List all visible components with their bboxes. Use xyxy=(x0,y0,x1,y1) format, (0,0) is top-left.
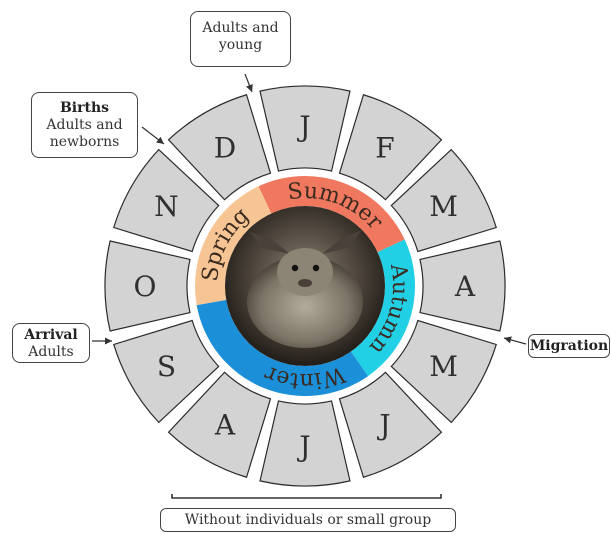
callout-arrival: Arrival Adults xyxy=(12,323,90,363)
callout-births-line2: newborns xyxy=(32,134,137,151)
callout-births-line1: Adults and xyxy=(32,117,137,134)
month-label: J xyxy=(376,409,390,442)
month-label: F xyxy=(375,131,394,164)
callout-migration: Migration xyxy=(528,334,610,358)
callout-adults-young-line2: young xyxy=(191,37,290,54)
callout-adults-young: Adults and young xyxy=(190,11,291,67)
callout-arrival-line1: Adults xyxy=(13,344,89,361)
month-label: S xyxy=(157,350,176,383)
callout-without-text: Without individuals or small group xyxy=(161,512,455,529)
callout-without: Without individuals or small group xyxy=(160,508,456,532)
month-label: A xyxy=(214,409,236,442)
without-bracket xyxy=(172,494,441,498)
callout-births: Births Adults and newborns xyxy=(31,92,138,158)
bat-photo xyxy=(225,206,385,366)
month-label: D xyxy=(214,131,236,164)
callout-migration-title: Migration xyxy=(529,338,609,355)
month-segment: O xyxy=(105,241,190,331)
month-label: M xyxy=(429,350,458,383)
month-label: N xyxy=(154,190,179,223)
month-label: J xyxy=(296,430,310,463)
callout-adults-young-line1: Adults and xyxy=(191,20,290,37)
month-segment: J xyxy=(260,86,350,171)
callout-births-title: Births xyxy=(32,100,137,117)
month-label: M xyxy=(429,190,458,223)
month-label: O xyxy=(134,270,157,303)
month-segment: A xyxy=(420,241,505,331)
month-label: J xyxy=(296,110,310,143)
month-label: A xyxy=(454,270,476,303)
month-segment: J xyxy=(260,401,350,486)
callout-arrival-title: Arrival xyxy=(13,327,89,344)
